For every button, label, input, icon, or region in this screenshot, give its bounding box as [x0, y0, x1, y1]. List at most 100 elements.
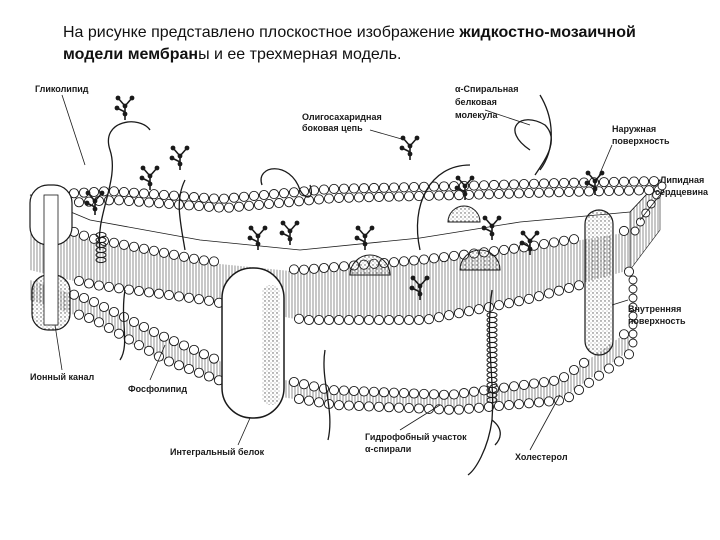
phospholipid-head	[103, 322, 115, 334]
integral-protein	[221, 267, 285, 419]
peripheral-protein-right	[584, 209, 614, 356]
phospholipid-head	[623, 349, 635, 360]
phospholipid-head	[648, 176, 660, 187]
phospholipid-head	[428, 253, 440, 264]
phospholipid-head	[558, 372, 570, 383]
phospholipid-head	[243, 200, 255, 211]
phospholipid-head	[408, 255, 420, 266]
phospholipid-head	[498, 179, 510, 190]
phospholipid-head	[483, 189, 495, 200]
phospholipid-head	[333, 192, 345, 203]
sugar-branch	[454, 175, 475, 200]
phospholipid-head	[393, 314, 405, 326]
phospholipid-head	[328, 183, 340, 194]
inner-leaflet	[30, 280, 630, 410]
phospholipid-head	[513, 296, 525, 307]
phospholipid-head	[118, 186, 130, 198]
phospholipid-head	[343, 192, 355, 203]
phospholipid-head	[208, 353, 220, 364]
phospholipid-head	[433, 404, 445, 415]
phospholipid-head	[568, 364, 580, 376]
phospholipid-head	[108, 306, 120, 318]
helix-coil-right	[486, 351, 498, 359]
phospholipid-head	[148, 189, 160, 200]
phospholipid-head	[513, 188, 525, 199]
phospholipid-head	[443, 310, 455, 321]
phospholipid-head	[203, 201, 215, 212]
phospholipid-head	[378, 182, 390, 193]
phospholipid-head	[293, 393, 305, 405]
phospholipid-head	[103, 281, 115, 292]
phospholipid-head	[558, 177, 570, 188]
phospholipid-head	[123, 334, 135, 345]
phospholipid-head	[258, 189, 270, 201]
phospholipid-head	[528, 178, 540, 189]
alpha-helix-tail	[467, 289, 494, 476]
phospholipid-head	[313, 397, 325, 408]
phospholipid-head	[383, 314, 395, 326]
phospholipid-head	[188, 344, 200, 355]
phospholipid-head	[568, 234, 580, 245]
phospholipid-head	[73, 275, 85, 287]
phospholipid-head	[188, 253, 200, 264]
phospholipid-head	[358, 183, 370, 194]
phospholipid-head	[453, 404, 465, 415]
label-cholesterol: Холестерол	[515, 452, 568, 462]
phospholipid-head	[163, 198, 175, 209]
phospholipid-head	[443, 190, 455, 201]
caption: На рисунке представлено плоскостное изоб…	[63, 22, 663, 66]
phospholipid-head	[458, 388, 470, 399]
phospholipid-head	[263, 198, 275, 210]
sugar-branch	[114, 95, 135, 120]
phospholipid-head	[583, 377, 595, 388]
phospholipid-head	[153, 198, 165, 209]
sugar-branch	[84, 190, 105, 215]
phospholipid-head	[493, 188, 505, 200]
phospholipid-head	[628, 329, 638, 339]
oligo-chain	[416, 164, 471, 251]
label-ion-channel: Ионный канал	[30, 372, 95, 382]
phospholipid-head	[208, 193, 220, 204]
carbohydrate-branches	[84, 95, 605, 300]
phospholipid-head	[393, 191, 405, 202]
label-lipid-core-2: сердцевина	[655, 187, 709, 197]
phospholipid-head	[473, 189, 485, 200]
phospholipid-head	[303, 395, 315, 406]
phospholipid-head	[568, 177, 580, 188]
alpha-helix-tail-2	[491, 419, 501, 446]
phospholipid-head	[143, 287, 155, 298]
sugar-branch	[279, 220, 300, 245]
phospholipid-head	[383, 191, 395, 202]
phospholipid-head	[553, 395, 565, 406]
phospholipid-head	[153, 288, 165, 299]
sugar-branch	[584, 170, 605, 195]
sugar-branch	[139, 165, 160, 190]
phospholipid-head	[138, 243, 150, 254]
phospholipid-head	[628, 284, 638, 294]
phospholipid-head	[343, 314, 355, 326]
phospholipid-head	[188, 192, 200, 203]
phospholipid-head	[558, 235, 570, 246]
label-hydrophobic-1: Гидрофобный участок	[365, 432, 467, 442]
phospholipid-head	[328, 262, 340, 273]
phospholipid-head	[608, 176, 620, 187]
phospholipid-head	[353, 314, 365, 326]
phospholipid-head	[98, 301, 110, 313]
phospholipid-head	[543, 288, 555, 299]
phospholipid-head	[113, 283, 125, 294]
phospholipid-head	[573, 280, 585, 291]
phospholipid-head	[193, 201, 205, 212]
phospholipid-head	[198, 349, 210, 360]
label-alpha-helix-1: α-Спиральная	[455, 84, 518, 94]
phospholipid-head	[358, 386, 370, 397]
phospholipid-head	[143, 345, 155, 356]
phospholipid-head	[657, 181, 667, 191]
phospholipid-head	[403, 403, 415, 414]
phospholipid-head	[548, 178, 560, 189]
phospholipid-head	[93, 280, 105, 291]
phospholipid-head	[448, 250, 460, 261]
phospholipid-head	[548, 375, 560, 386]
phospholipid-head	[413, 314, 425, 326]
phospholipid-head	[488, 179, 500, 191]
phospholipid-head	[363, 401, 375, 412]
